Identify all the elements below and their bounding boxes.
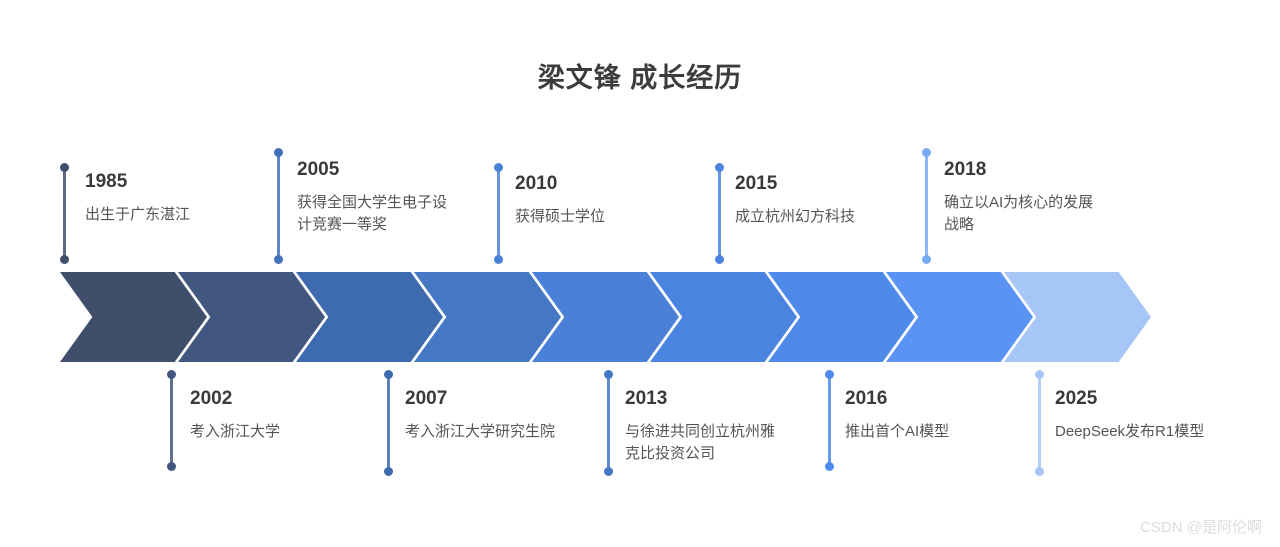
connector-dot-bottom: [274, 255, 283, 264]
event-description: 成立杭州幻方科技: [735, 207, 856, 225]
event-description: 确立以AI为核心的发展战略: [944, 193, 1094, 233]
chevron-segment-1: [60, 272, 207, 362]
connector-line: [170, 374, 173, 467]
connector-line: [387, 374, 390, 472]
connector-dot-top: [274, 148, 283, 157]
connector-dot-top: [494, 163, 503, 172]
timeline-connector-2015: [715, 163, 724, 264]
connector-line: [925, 152, 928, 260]
event-description: 获得硕士学位: [515, 207, 606, 225]
connector-dot-bottom: [384, 467, 393, 476]
connector-dot-bottom: [494, 255, 503, 264]
timeline-event-2018: 2018 确立以AI为核心的发展战略: [944, 159, 1104, 235]
event-year: 2018: [944, 159, 987, 180]
timeline-event-2007: 2007 考入浙江大学研究生院: [405, 388, 565, 443]
watermark: CSDN @是阿伦啊: [1140, 519, 1262, 536]
timeline-connector-2025: [1035, 370, 1044, 476]
timeline-connector-2016: [825, 370, 834, 471]
connector-dot-top: [384, 370, 393, 379]
connector-dot-bottom: [604, 467, 613, 476]
timeline-event-1985: 1985 出生于广东湛江: [85, 171, 245, 226]
connector-dot-top: [825, 370, 834, 379]
connector-line: [63, 167, 66, 260]
event-year: 2025: [1055, 388, 1098, 409]
timeline-connector-2018: [922, 148, 931, 264]
timeline-event-2010: 2010 获得硕士学位: [515, 173, 675, 228]
timeline-connector-2010: [494, 163, 503, 264]
connector-dot-top: [715, 163, 724, 172]
connector-dot-bottom: [60, 255, 69, 264]
event-description: 获得全国大学生电子设计竞赛一等奖: [297, 193, 448, 233]
connector-dot-bottom: [167, 462, 176, 471]
connector-dot-top: [922, 148, 931, 157]
event-year: 2010: [515, 173, 558, 194]
timeline-event-2016: 2016 推出首个AI模型: [845, 388, 1005, 443]
event-year: 2016: [845, 388, 888, 409]
connector-line: [1038, 374, 1041, 472]
timeline-connector-2002: [167, 370, 176, 471]
event-description: 与徐进共同创立杭州雅克比投资公司: [625, 422, 776, 462]
page-title: 梁文锋 成长经历: [537, 63, 743, 93]
connector-line: [497, 167, 500, 260]
connector-dot-top: [1035, 370, 1044, 379]
timeline-connector-1985: [60, 163, 69, 264]
connector-dot-top: [60, 163, 69, 172]
event-year: 2015: [735, 173, 778, 194]
connector-dot-top: [604, 370, 613, 379]
timeline-event-2015: 2015 成立杭州幻方科技: [735, 173, 895, 228]
event-description: 推出首个AI模型: [845, 422, 950, 440]
connector-line: [718, 167, 721, 260]
connector-dot-top: [167, 370, 176, 379]
event-year: 1985: [85, 171, 128, 192]
timeline-connector-2007: [384, 370, 393, 476]
event-year: 2013: [625, 388, 668, 409]
connector-dot-bottom: [715, 255, 724, 264]
event-year: 2005: [297, 159, 340, 180]
connector-line: [607, 374, 610, 472]
timeline-chevron-band: [60, 272, 1151, 362]
event-year: 2007: [405, 388, 448, 409]
connector-line: [277, 152, 280, 260]
connector-dot-bottom: [922, 255, 931, 264]
timeline-connector-2005: [274, 148, 283, 264]
event-description: DeepSeek发布R1模型: [1055, 422, 1205, 440]
event-description: 考入浙江大学研究生院: [405, 422, 556, 440]
event-description: 考入浙江大学: [190, 422, 281, 440]
event-description: 出生于广东湛江: [85, 205, 191, 223]
connector-dot-bottom: [1035, 467, 1044, 476]
timeline-connector-2013: [604, 370, 613, 476]
timeline-event-2005: 2005 获得全国大学生电子设计竞赛一等奖: [297, 159, 457, 235]
timeline-event-2013: 2013 与徐进共同创立杭州雅克比投资公司: [625, 388, 785, 464]
connector-dot-bottom: [825, 462, 834, 471]
timeline-event-2002: 2002 考入浙江大学: [190, 388, 350, 443]
connector-line: [828, 374, 831, 467]
event-year: 2002: [190, 388, 233, 409]
